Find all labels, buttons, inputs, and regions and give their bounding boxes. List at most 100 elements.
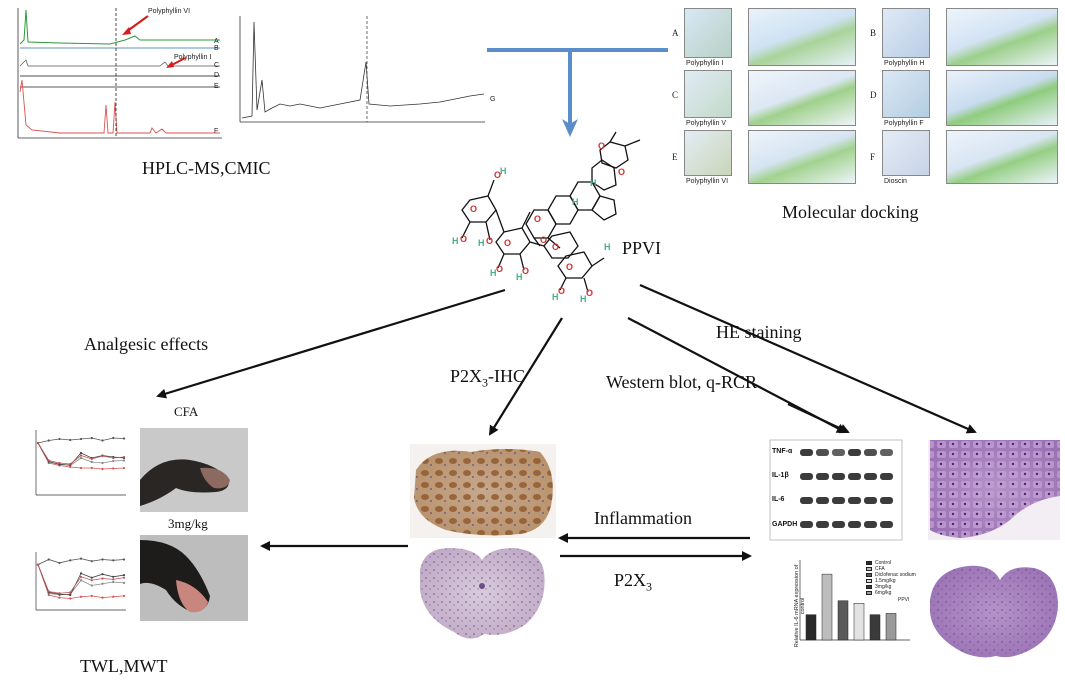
svg-text:H: H [452, 236, 459, 246]
dock-name-e: Polyphyllin VI [686, 178, 729, 185]
wb-band-0-0 [800, 449, 813, 456]
legend-item: Control [866, 560, 936, 566]
twl-series-point-0-4 [79, 437, 83, 441]
wb-band-3-3 [848, 521, 861, 528]
svg-text:H: H [500, 166, 507, 176]
dock-name-a: Polyphyllin I [686, 60, 724, 67]
mwt-series-point-1-1 [47, 593, 50, 597]
twl-series-point-2-8 [122, 459, 126, 462]
wb-band-1-0 [800, 473, 813, 480]
label-p2x3-ihc: P2X3-IHC [450, 366, 525, 391]
twl-series-point-0-3 [69, 438, 72, 442]
trace-letter-a: A [214, 38, 219, 45]
label-western-blot: Western blot, q-RCR [606, 372, 758, 392]
twl-series-point-0-6 [101, 439, 104, 442]
molecule-atoms: O O O O O O O O O O O O O O O H H H H H … [452, 141, 625, 304]
dock-letter-d: D [870, 90, 877, 100]
svg-text:O: O [558, 286, 565, 296]
mwt-series-point-0-3 [69, 559, 72, 562]
twl-series-point-4-8 [122, 455, 126, 459]
twl-series-point-4-2 [58, 461, 61, 465]
dock-large-a [748, 8, 856, 66]
trace-letter-g: G [490, 96, 496, 103]
legend-swatch [866, 561, 872, 565]
legend-item: 6mg/kg [866, 590, 936, 596]
legend-swatch [866, 567, 872, 571]
mwt-series-point-3-3 [69, 593, 72, 597]
svg-text:H: H [552, 292, 559, 302]
ihc-spinal-cord [410, 540, 556, 642]
flow-arrows [156, 283, 977, 561]
twl-series-point-1-7 [112, 467, 115, 470]
il6-bar-chart [799, 560, 910, 641]
label-p2x3: P2X3 [614, 570, 652, 595]
mwt-series-point-1-2 [58, 596, 61, 599]
il6-bar-1 [821, 573, 833, 641]
peak-label-polyphyllin-vi: Polyphyllin VI [148, 8, 191, 15]
twl-line-chart [35, 430, 126, 496]
wb-band-1-3 [848, 473, 861, 480]
mwt-series-point-3-5 [90, 576, 93, 579]
trace-letter-d: D [214, 72, 220, 79]
legend-item: Diclofenac sodium [866, 572, 936, 578]
paw-photo-cfa [140, 428, 248, 512]
docking-grid: A Polyphyllin I B Polyphyllin H C Polyph… [672, 6, 1062, 188]
wb-band-2-1 [816, 497, 829, 504]
svg-text:O: O [460, 234, 467, 244]
dock-large-d [946, 70, 1058, 126]
wb-band-0-3 [848, 449, 861, 456]
twl-series-point-1-6 [101, 467, 104, 471]
legend-swatch [866, 579, 872, 583]
dock-letter-c: C [672, 90, 679, 100]
svg-text:O: O [534, 214, 541, 224]
legend-text: CFA [875, 566, 885, 572]
legend-swatch [866, 591, 872, 595]
trace-letter-e: E [214, 83, 219, 90]
mwt-series-point-1-8 [122, 594, 126, 597]
he-tissue-top [928, 440, 1060, 540]
mwt-series-point-0-6 [101, 558, 104, 561]
dock-letter-a: A [672, 28, 679, 38]
mwt-series-point-2-5 [90, 584, 93, 587]
wb-band-1-2 [832, 473, 845, 480]
p2x3-main: P2X [614, 570, 647, 590]
mwt-series-point-0-4 [79, 557, 83, 560]
mwt-series-point-4-1 [47, 590, 50, 593]
svg-text:O: O [618, 167, 625, 177]
wb-label-il6: IL-6 [772, 496, 785, 503]
svg-text:H: H [590, 178, 597, 188]
wb-band-2-4 [864, 497, 877, 504]
wb-band-3-2 [832, 521, 845, 528]
hplc-g-chromatogram [239, 16, 485, 123]
he-spinal-cord [922, 556, 1062, 664]
wb-band-2-0 [800, 497, 813, 504]
wb-label-gapdh: GAPDH [772, 521, 798, 528]
ihc-p2x3-tissue [410, 444, 556, 538]
svg-text:O: O [586, 288, 593, 298]
mwt-series-point-1-7 [112, 595, 115, 598]
twl-series-point-1-8 [122, 466, 126, 470]
label-ppvi: PPVI [622, 238, 662, 258]
il6-bar-4 [869, 614, 881, 641]
mwt-series-point-1-3 [69, 597, 72, 600]
mwt-series-point-1-4 [79, 595, 83, 598]
twl-series-point-0-7 [112, 436, 115, 440]
peak-label-polyphyllin-i: Polyphyllin I [174, 54, 212, 61]
mwt-line-chart [35, 552, 126, 611]
twl-series-point-4-1 [47, 459, 50, 462]
mwt-series-point-1-6 [101, 596, 104, 599]
legend-item: 3mg/kg [866, 584, 936, 590]
dock-large-b [946, 8, 1058, 66]
label-he-staining: HE staining [716, 322, 802, 342]
svg-text:H: H [490, 268, 497, 278]
svg-text:O: O [504, 238, 511, 248]
twl-series-point-0-1 [47, 439, 50, 442]
legend-text: 3mg/kg [875, 584, 892, 590]
wb-band-0-1 [816, 449, 829, 456]
label-3mgkg: 3mg/kg [168, 516, 208, 531]
dock-letter-f: F [870, 152, 876, 162]
dock-small-e [684, 130, 732, 176]
wb-band-2-5 [880, 497, 893, 504]
twl-series-point-4-6 [101, 454, 104, 458]
wb-band-3-1 [816, 521, 829, 528]
